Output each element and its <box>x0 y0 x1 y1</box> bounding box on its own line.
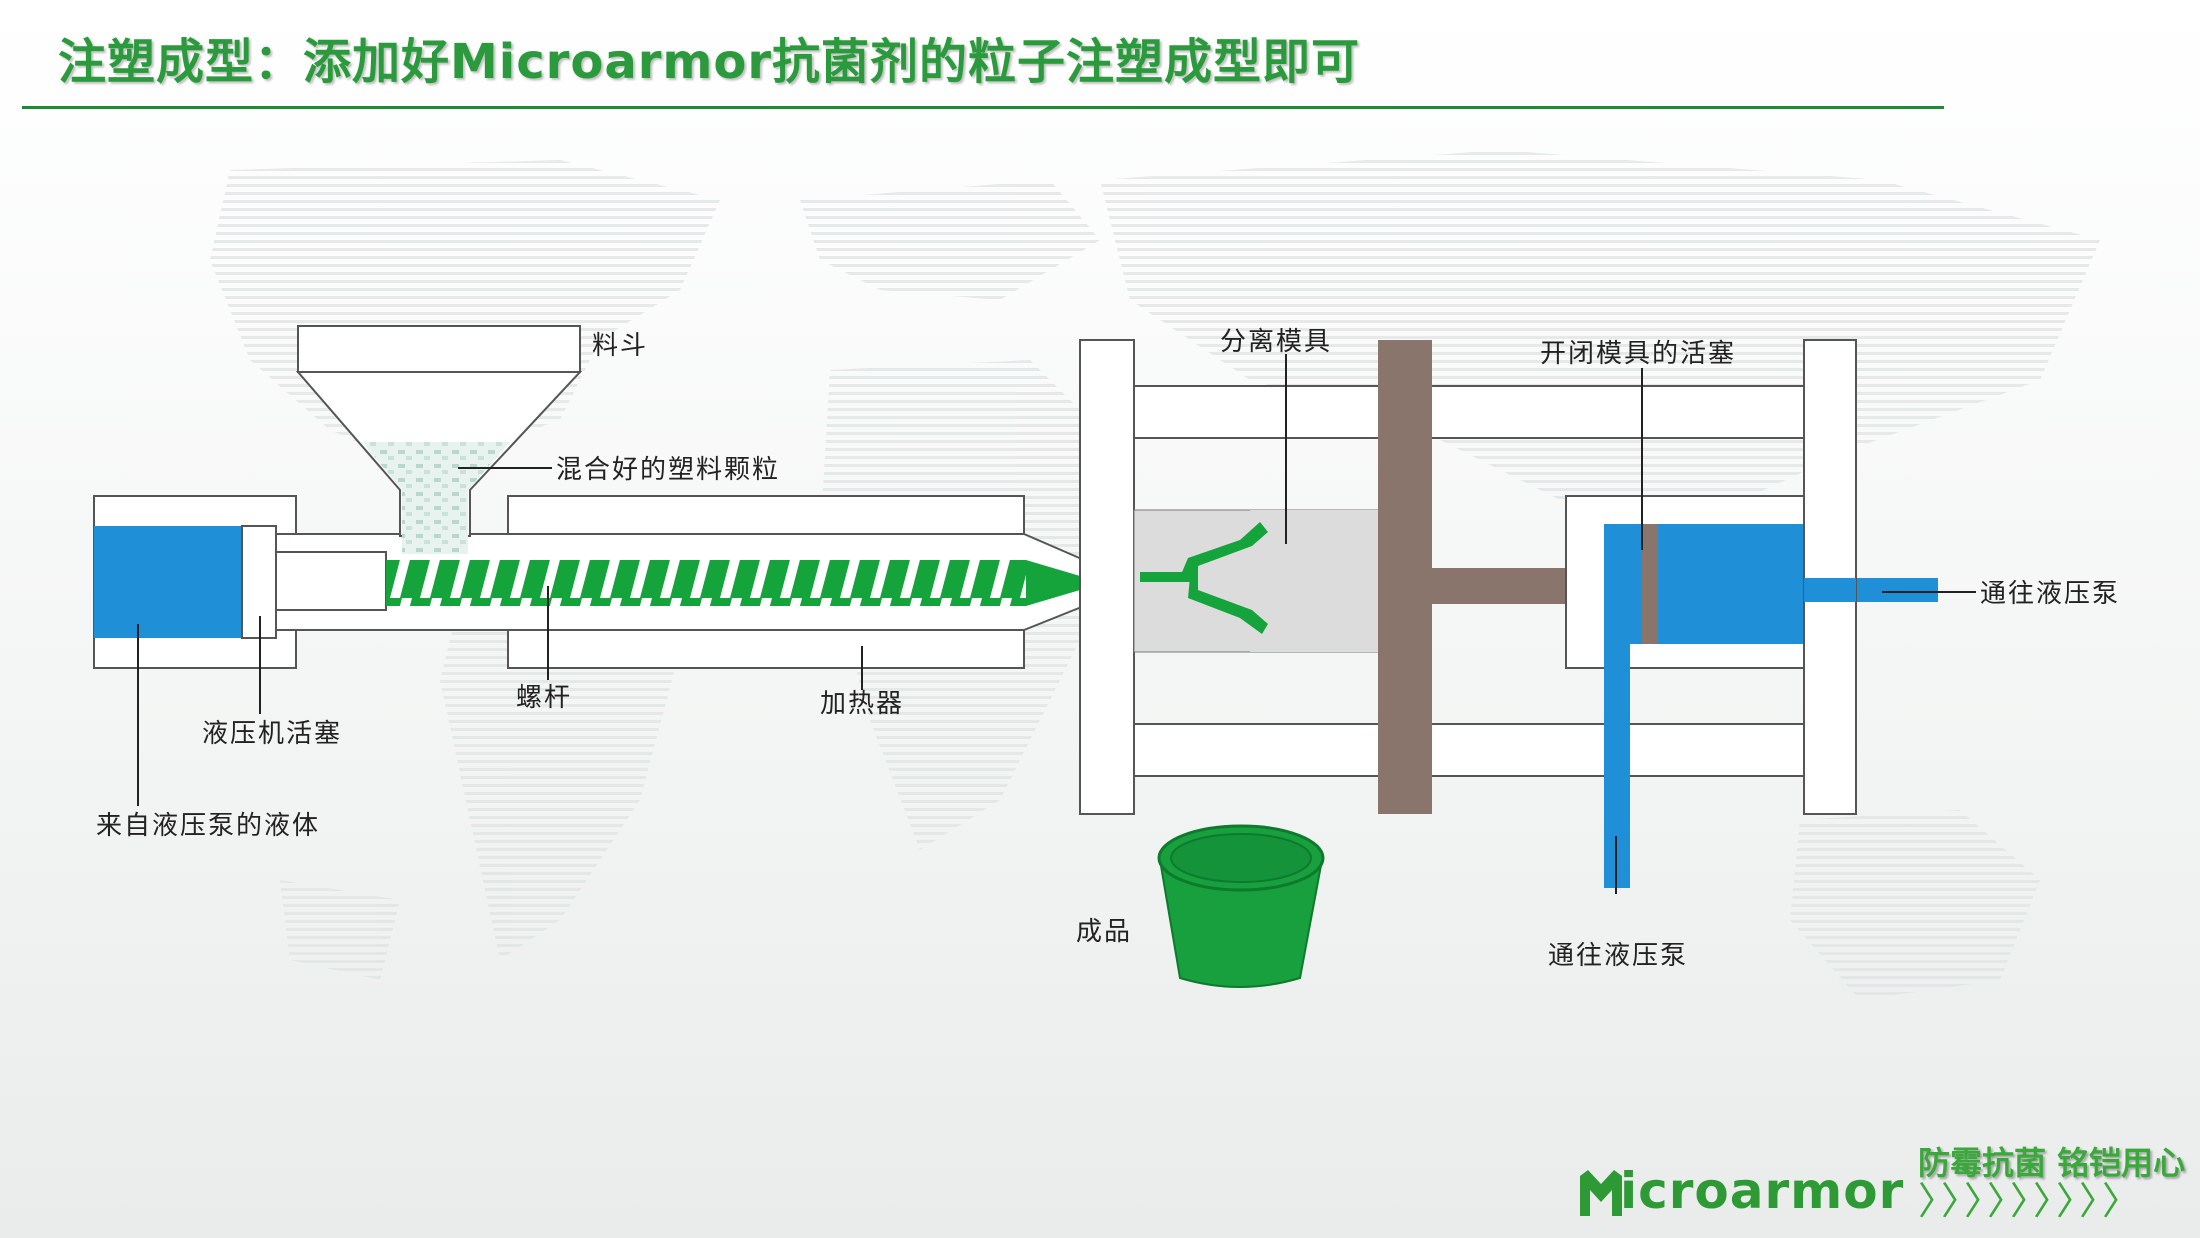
label-fluid-from-pump: 来自液压泵的液体 <box>96 811 320 841</box>
label-to-pump-right: 通往液压泵 <box>1980 579 2120 609</box>
tie-bars <box>1133 385 1805 777</box>
hopper <box>295 325 583 554</box>
piston-rod <box>275 551 387 611</box>
label-heater: 加热器 <box>820 689 904 719</box>
label-product: 成品 <box>1076 917 1132 947</box>
clamp-cylinder <box>1565 495 1938 888</box>
label-screw: 螺杆 <box>516 683 572 713</box>
clamp-piston <box>1642 524 1658 644</box>
rear-platen <box>1803 339 1857 815</box>
hydraulic-fluid <box>94 526 242 638</box>
brand-name: icroarmor <box>1620 1162 1905 1220</box>
finished-product <box>1157 824 1325 988</box>
stationary-platen <box>1079 339 1135 815</box>
page-title: 注塑成型：添加好Microarmor抗菌剂的粒子注塑成型即可 <box>58 34 1361 90</box>
microarmor-logo-icon <box>1580 1170 1622 1216</box>
hydraulic-cylinder <box>93 495 297 669</box>
leader-lines <box>137 354 1976 894</box>
plastic-granules <box>362 442 510 554</box>
chevron-decoration: 〉〉〉〉〉〉〉〉〉 <box>1918 1179 2145 1223</box>
label-clamp-piston: 开闭模具的活塞 <box>1540 339 1736 369</box>
molded-part <box>1180 522 1268 634</box>
label-to-pump-bottom: 通往液压泵 <box>1548 941 1688 971</box>
title-divider <box>22 106 1944 109</box>
label-hydraulic-piston: 液压机活塞 <box>202 719 342 749</box>
label-separate-mold: 分离模具 <box>1220 327 1332 357</box>
mold-cavity <box>1250 510 1380 652</box>
brand-slogan: 防霉抗菌 铭铠用心 <box>1918 1144 2186 1182</box>
brand-footer: icroarmor 〉〉〉〉〉〉〉〉〉 <box>1580 1160 2180 1230</box>
label-granules: 混合好的塑料颗粒 <box>556 455 780 485</box>
label-hopper: 料斗 <box>592 331 648 361</box>
